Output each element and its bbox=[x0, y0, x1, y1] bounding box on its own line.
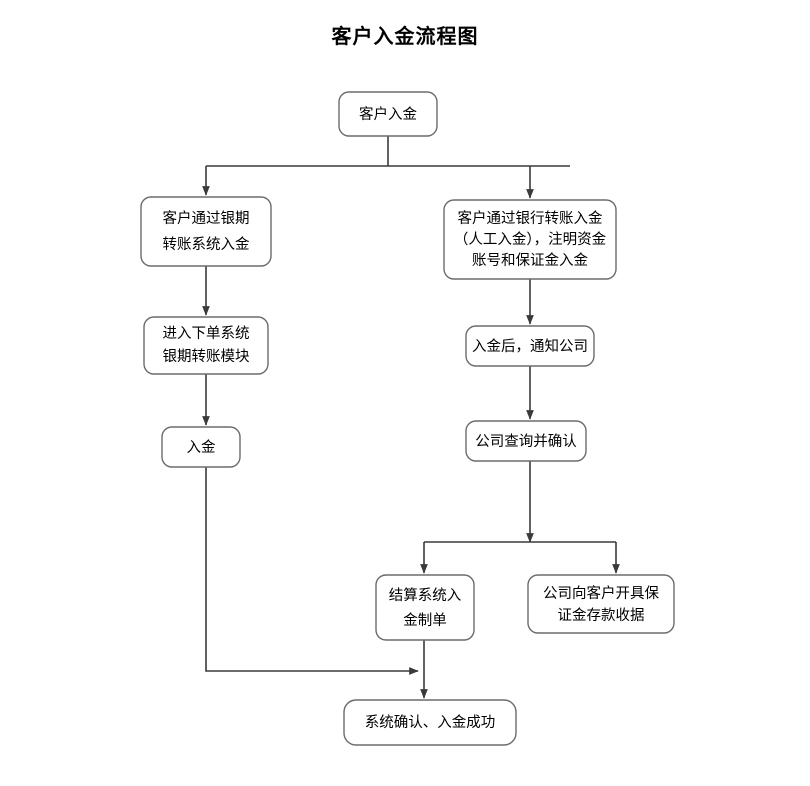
node-settlement-voucher-label-line1: 结算系统入 bbox=[389, 587, 462, 604]
node-enter-order-system-label-line1: 进入下单系统 bbox=[163, 325, 250, 342]
node-start-shape[interactable] bbox=[338, 91, 438, 137]
node-bank-wire-manual[interactable]: 客户通过银行转账入金 （人工入金），注明资金 账号和保证金入金 bbox=[443, 199, 617, 280]
node-settlement-voucher-label-line2: 金制单 bbox=[403, 612, 447, 629]
node-notify-company-label: 入金后，通知公司 bbox=[472, 338, 588, 355]
node-settlement-voucher[interactable]: 结算系统入 金制单 bbox=[375, 574, 475, 641]
node-bank-wire-manual-shape[interactable] bbox=[443, 199, 617, 280]
node-success-shape[interactable] bbox=[343, 699, 517, 746]
node-issue-receipt-label-line2: 证金存款收据 bbox=[558, 607, 645, 624]
node-start[interactable]: 客户入金 bbox=[338, 91, 438, 137]
node-settlement-voucher-shape[interactable] bbox=[375, 574, 475, 641]
edge-deposit-to-success-spine bbox=[205, 467, 419, 675]
node-bank-futures-transfer-shape[interactable] bbox=[140, 196, 272, 267]
connectors bbox=[202, 136, 620, 699]
node-issue-receipt[interactable]: 公司向客户开具保 证金存款收据 bbox=[527, 574, 675, 634]
node-company-verify-shape[interactable] bbox=[465, 420, 587, 462]
node-success[interactable]: 系统确认、入金成功 bbox=[343, 699, 517, 746]
node-bank-futures-transfer[interactable]: 客户通过银期 转账系统入金 bbox=[140, 196, 272, 267]
node-issue-receipt-label-line1: 公司向客户开具保 bbox=[543, 585, 659, 602]
node-issue-receipt-shape[interactable] bbox=[527, 574, 675, 634]
node-bank-wire-manual-label-line2: （人工入金），注明资金 bbox=[454, 231, 607, 248]
node-deposit-shape[interactable] bbox=[161, 426, 241, 468]
node-success-label: 系统确认、入金成功 bbox=[365, 714, 496, 731]
node-deposit-label: 入金 bbox=[187, 439, 216, 456]
node-bank-futures-transfer-label-line2: 转账系统入金 bbox=[163, 236, 250, 253]
node-notify-company-shape[interactable] bbox=[465, 325, 595, 367]
node-bank-wire-manual-label-line1: 客户通过银行转账入金 bbox=[458, 210, 603, 227]
node-enter-order-system-label-line2: 银期转账模块 bbox=[163, 348, 250, 365]
node-company-verify[interactable]: 公司查询并确认 bbox=[465, 420, 587, 462]
node-enter-order-system[interactable]: 进入下单系统 银期转账模块 bbox=[143, 316, 269, 375]
node-bank-wire-manual-label-line3: 账号和保证金入金 bbox=[472, 252, 588, 269]
node-notify-company[interactable]: 入金后，通知公司 bbox=[465, 325, 595, 367]
node-company-verify-label: 公司查询并确认 bbox=[475, 433, 577, 450]
node-bank-futures-transfer-label-line1: 客户通过银期 bbox=[163, 210, 250, 227]
node-start-label: 客户入金 bbox=[359, 106, 417, 123]
node-deposit[interactable]: 入金 bbox=[161, 426, 241, 468]
node-enter-order-system-shape[interactable] bbox=[143, 316, 269, 375]
page-title: 客户入金流程图 bbox=[331, 24, 479, 48]
